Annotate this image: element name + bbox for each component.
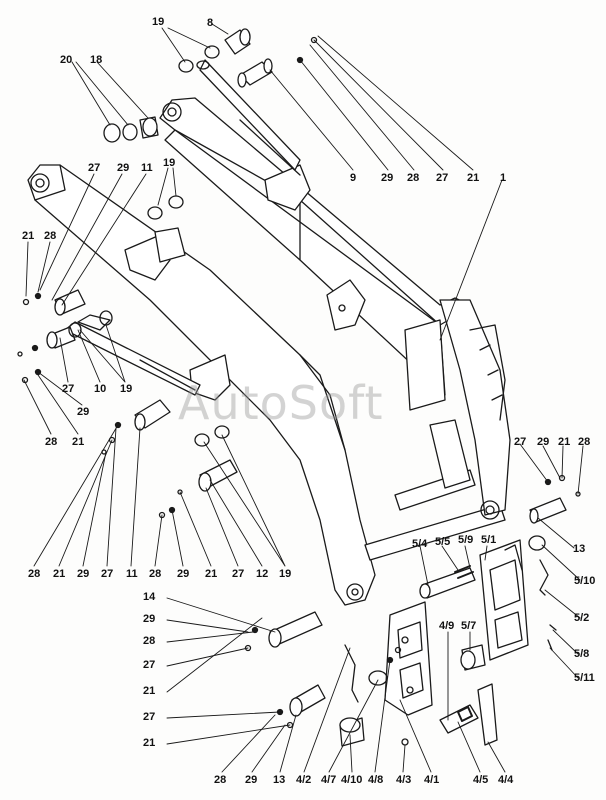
callout-8: 8	[207, 17, 214, 29]
callout-21: 21	[72, 436, 85, 448]
callout-13: 13	[573, 543, 586, 555]
callout-27: 27	[143, 659, 156, 671]
leader-lines	[23, 23, 584, 773]
callout-29: 29	[245, 774, 258, 786]
callout-27: 27	[514, 436, 527, 448]
callout-4-8: 4/8	[368, 774, 384, 786]
callout-14: 14	[143, 591, 156, 603]
callout-18: 18	[90, 54, 103, 66]
callout-4-10: 4/10	[341, 774, 363, 786]
upper-hydraulic-cylinder	[196, 59, 301, 176]
callout-19: 19	[152, 16, 165, 28]
callout-5-10: 5/10	[574, 575, 596, 587]
callout-28: 28	[28, 568, 41, 580]
callout-21: 21	[143, 737, 156, 749]
callout-27: 27	[143, 711, 156, 723]
callout-19: 19	[279, 568, 292, 580]
callout-29: 29	[117, 162, 130, 174]
callout-29: 29	[77, 406, 90, 418]
coupler-bracket-left	[384, 601, 433, 716]
callout-27: 27	[436, 172, 449, 184]
callout-21: 21	[143, 685, 156, 697]
top-pins	[178, 28, 318, 88]
callout-4-9: 4/9	[439, 620, 455, 632]
callout-5-1: 5/1	[481, 534, 497, 546]
callout-11: 11	[141, 162, 153, 174]
main-lift-arm	[159, 97, 471, 396]
callout-29: 29	[77, 568, 90, 580]
callout-28: 28	[578, 436, 591, 448]
callout-21: 21	[467, 172, 480, 184]
callout-12: 12	[256, 568, 269, 580]
callout-5-7: 5/7	[461, 620, 477, 632]
callout-5-8: 5/8	[574, 648, 590, 660]
callout-19: 19	[120, 383, 133, 395]
callout-28: 28	[44, 230, 57, 242]
callout-4-3: 4/3	[396, 774, 412, 786]
callout-21: 21	[53, 568, 66, 580]
callout-4-7: 4/7	[321, 774, 337, 786]
callout-4-5: 4/5	[473, 774, 489, 786]
callout-4-4: 4/4	[498, 774, 514, 786]
callout-27: 27	[232, 568, 245, 580]
callout-27: 27	[88, 162, 101, 174]
callout-5-4: 5/4	[412, 538, 428, 550]
callout-29: 29	[143, 613, 156, 625]
coupler-bracket-right	[479, 539, 529, 661]
callout-29: 29	[177, 568, 190, 580]
callout-13: 13	[273, 774, 286, 786]
callout-4-2: 4/2	[296, 774, 312, 786]
callout-29: 29	[537, 436, 550, 448]
watermark-logo: AutoSoft	[178, 376, 384, 430]
callout-21: 21	[22, 230, 35, 242]
callout-28: 28	[149, 568, 162, 580]
callout-21: 21	[558, 436, 571, 448]
callout-27: 27	[101, 568, 114, 580]
lower-pins	[244, 611, 326, 729]
callout-27: 27	[62, 383, 75, 395]
left-pins-and-washers	[17, 289, 113, 384]
callout-21: 21	[205, 568, 218, 580]
left-bushings	[103, 116, 186, 263]
callout-5-2: 5/2	[574, 612, 590, 624]
callout-10: 10	[94, 383, 107, 395]
callout-28: 28	[407, 172, 420, 184]
coupler-small-parts	[339, 474, 581, 747]
callout-29: 29	[381, 172, 394, 184]
callout-4-1: 4/1	[424, 774, 440, 786]
callout-20: 20	[60, 54, 73, 66]
callout-5-5: 5/5	[435, 536, 451, 548]
callout-19: 19	[163, 157, 176, 169]
callout-9: 9	[350, 172, 357, 184]
callout-28: 28	[143, 635, 156, 647]
callout-28: 28	[214, 774, 227, 786]
callout-11: 11	[126, 568, 138, 580]
callout-1: 1	[500, 172, 507, 184]
callout-5-9: 5/9	[458, 534, 474, 546]
cross-frame	[364, 299, 511, 561]
callout-28: 28	[45, 436, 58, 448]
callout-5-11: 5/11	[574, 672, 595, 684]
